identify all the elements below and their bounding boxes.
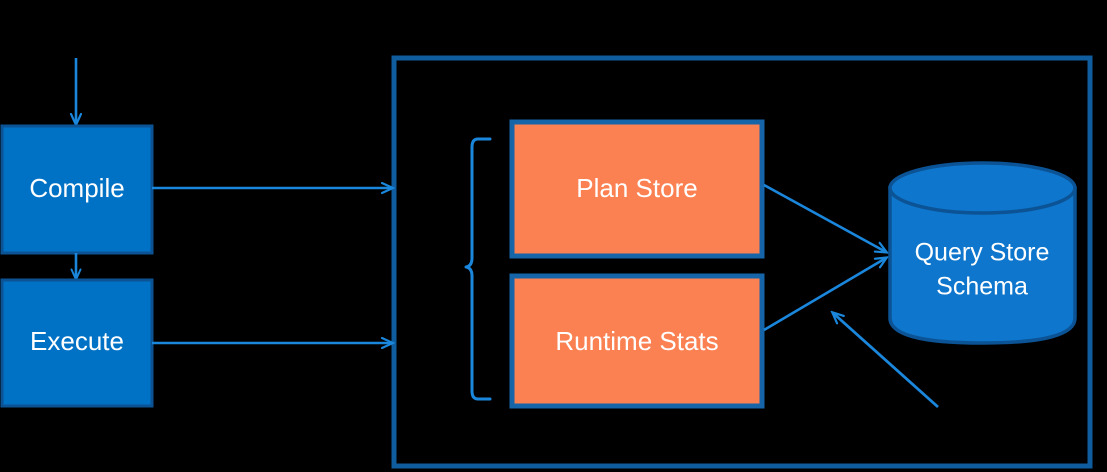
cylinder-body[interactable] — [888, 186, 1077, 345]
plan-store-to-schema-arrow — [763, 183, 886, 252]
execute-label: Execute — [30, 326, 124, 356]
node-runtime-stats[interactable]: Runtime Stats — [509, 273, 765, 409]
query-store-boundary — [391, 55, 1093, 469]
node-query-store-schema[interactable]: Query Store Schema — [888, 161, 1077, 345]
compile-box[interactable] — [0, 124, 154, 255]
node-plan-store[interactable]: Plan Store — [509, 119, 765, 259]
runtime-stats-label: Runtime Stats — [555, 326, 718, 356]
external-to-schema-arrow — [833, 313, 939, 409]
cylinder-top — [888, 161, 1077, 215]
plan-store-label: Plan Store — [576, 173, 697, 203]
node-execute[interactable]: Execute — [0, 278, 154, 408]
runtime-stats-box[interactable] — [509, 273, 765, 409]
runtime-stats-to-schema-arrow — [763, 258, 886, 332]
grouping-brace — [464, 137, 492, 401]
query-store-schema-label-line1: Query Store — [915, 239, 1050, 267]
node-compile[interactable]: Compile — [0, 124, 154, 255]
query-store-schema-label-line2: Schema — [936, 273, 1028, 301]
plan-store-box[interactable] — [509, 119, 765, 259]
compile-label: Compile — [29, 173, 124, 203]
